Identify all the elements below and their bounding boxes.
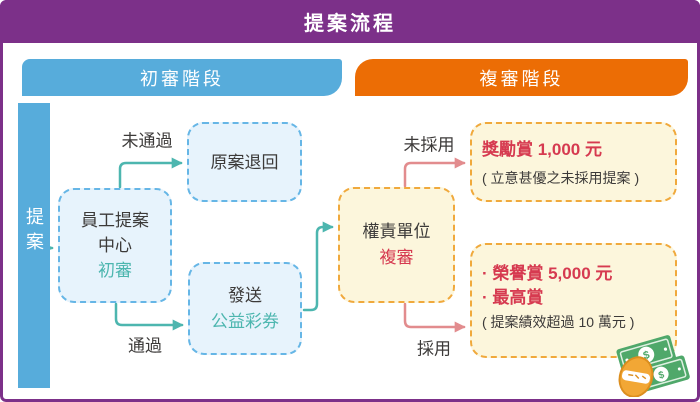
node-lottery-line1: 發送 — [228, 285, 262, 305]
edge-label-passed: 通過 — [128, 336, 162, 356]
money-icon: $ $ — [616, 335, 690, 397]
node-review-line1: 權責單位 — [362, 222, 431, 241]
phase-header-initial-review: 初審階段 — [22, 59, 342, 96]
node-employee-proposal-center: 員工提案 中心 初審 — [58, 188, 172, 303]
node-honor-line1: · 榮譽賞 5,000 元 — [482, 264, 613, 283]
node-review-line2: 複審 — [379, 248, 414, 267]
svg-text:$: $ — [657, 369, 666, 381]
phase-header-second-review: 複審階段 — [355, 59, 688, 96]
arrow-not-adopted — [403, 157, 466, 188]
node-encouragement-prize: 獎勵賞 1,000 元 ( 立意甚優之未採用提案 ) — [470, 122, 677, 202]
node-returned-label: 原案退回 — [210, 152, 279, 172]
arrow-lottery-to-review — [302, 221, 334, 312]
edge-label-adopted: 採用 — [417, 339, 451, 359]
node-reward-line2: ( 立意甚優之未採用提案 ) — [482, 170, 640, 186]
node-intake-line2: 中心 — [98, 236, 132, 255]
coin-icon — [618, 356, 654, 397]
proposal-vertical-label: 提案 — [24, 207, 44, 257]
node-send-lottery: 發送 公益彩券 — [188, 262, 302, 355]
arrow-adopted — [403, 302, 466, 333]
node-intake-line1: 員工提案 — [81, 211, 149, 230]
arrow-passed — [114, 302, 184, 331]
node-honor-line2: · 最高賞 — [482, 288, 544, 307]
edge-label-not-adopted: 未採用 — [403, 135, 455, 155]
node-honor-prize: · 榮譽賞 5,000 元 · 最高賞 ( 提案績效超過 10 萬元 ) — [470, 243, 677, 358]
node-responsible-unit-review: 權責單位 複審 — [338, 187, 455, 303]
svg-text:$: $ — [642, 349, 651, 362]
node-intake-line3: 初審 — [98, 261, 132, 280]
edge-label-not-passed: 未通過 — [121, 131, 173, 151]
arrow-not-passed — [118, 157, 183, 189]
node-lottery-line2: 公益彩券 — [211, 311, 279, 331]
node-case-returned: 原案退回 — [187, 122, 302, 202]
node-honor-line3: ( 提案績效超過 10 萬元 ) — [482, 314, 635, 330]
node-reward-line1: 獎勵賞 1,000 元 — [482, 140, 602, 159]
proposal-vertical-bar: 提案 — [18, 103, 50, 388]
page-title: 提案流程 — [0, 0, 700, 43]
